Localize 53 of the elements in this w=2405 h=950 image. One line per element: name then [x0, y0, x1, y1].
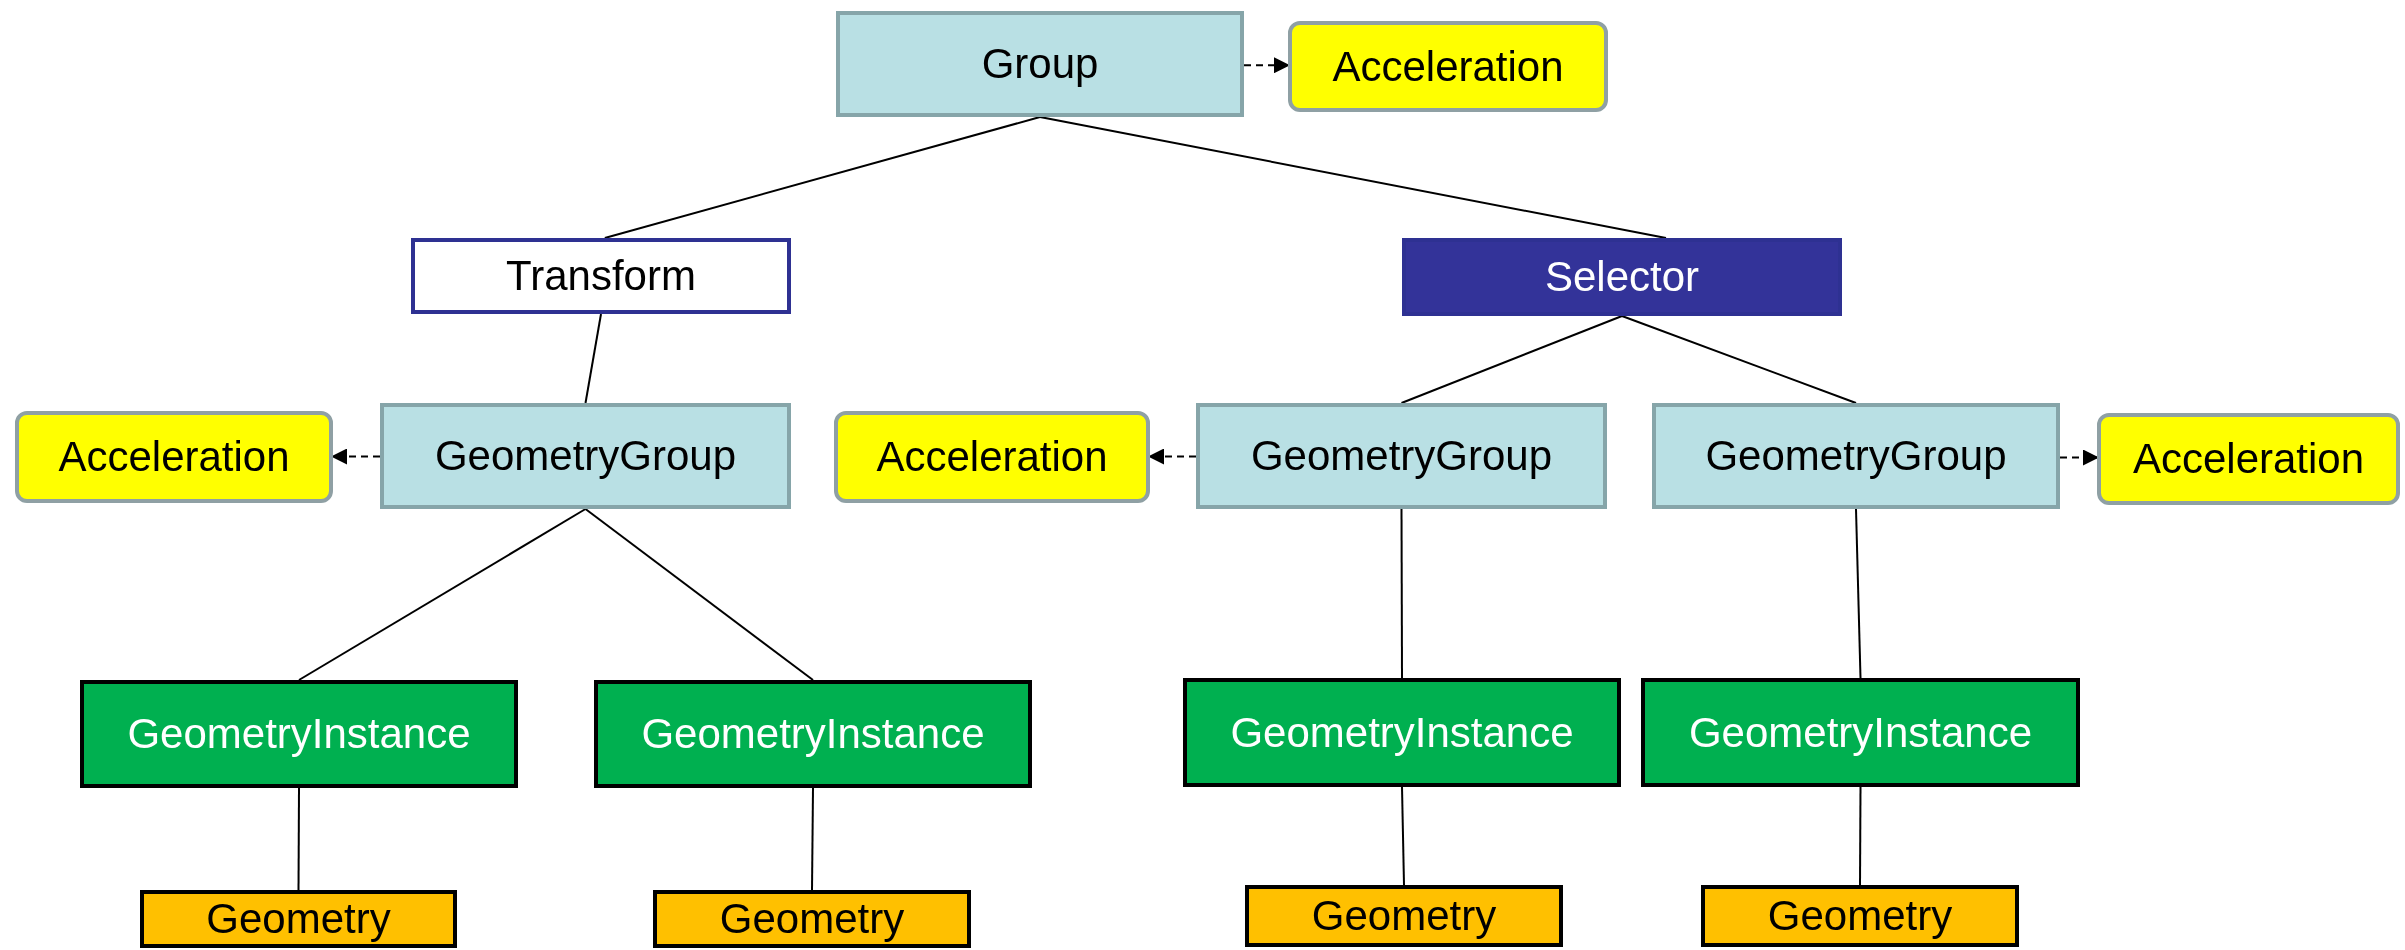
node-label: GeometryInstance [641, 710, 985, 758]
connector-line [1859, 786, 1862, 886]
node-label: Geometry [1767, 892, 1953, 940]
node-label: Geometry [206, 895, 391, 943]
connector-line [298, 508, 587, 681]
connector-line [603, 116, 1041, 239]
geometry-box [653, 890, 971, 948]
node-label: GeometryInstance [127, 710, 471, 758]
connector-line [1400, 508, 1403, 679]
instance-box [1183, 678, 1621, 787]
connector-line [297, 787, 300, 891]
instance-box [594, 680, 1032, 788]
selector-box [1402, 238, 1842, 316]
node-label: Transform [506, 252, 696, 300]
group-box [836, 11, 1244, 117]
node-label: GeometryGroup [1705, 432, 2007, 480]
group-box [380, 403, 791, 509]
instance-box [1641, 678, 2080, 787]
node-label: Geometry [719, 895, 905, 943]
node-label: Acceleration [876, 433, 1108, 481]
node-label: Group [981, 40, 1099, 88]
group-box [1196, 403, 1607, 509]
node-label: Geometry [1311, 892, 1497, 940]
group-box [1652, 403, 2060, 509]
connector-line [1621, 315, 1857, 404]
dashed-arrow [331, 448, 381, 465]
connector-line [1401, 786, 1405, 886]
geometry-box [140, 890, 457, 948]
geometry-box [1701, 885, 2019, 947]
instance-box [80, 680, 518, 788]
node-label: GeometryInstance [1230, 708, 1574, 757]
dashed-arrow [1148, 448, 1197, 465]
node-label: GeometryInstance [1688, 708, 2033, 757]
node-label: Acceleration [2132, 435, 2365, 483]
connector-line [584, 313, 602, 404]
acceleration-box [15, 411, 333, 503]
node-label: GeometryGroup [434, 432, 737, 480]
connector-line [811, 787, 814, 891]
dashed-arrow [1243, 57, 1290, 74]
geometry-box [1245, 885, 1563, 947]
acceleration-box [1288, 21, 1608, 112]
connector-line [584, 508, 814, 681]
acceleration-box [834, 411, 1150, 503]
node-label: Selector [1544, 253, 1700, 301]
transform-box [411, 238, 791, 314]
connector-line [1039, 116, 1667, 239]
node-label: Acceleration [58, 433, 290, 481]
dashed-arrow [2059, 449, 2099, 466]
connector-line [1400, 315, 1623, 404]
acceleration-box [2097, 413, 2400, 505]
connector-line [1855, 508, 1862, 679]
node-label: GeometryGroup [1250, 432, 1553, 480]
node-label: Acceleration [1332, 42, 1564, 91]
